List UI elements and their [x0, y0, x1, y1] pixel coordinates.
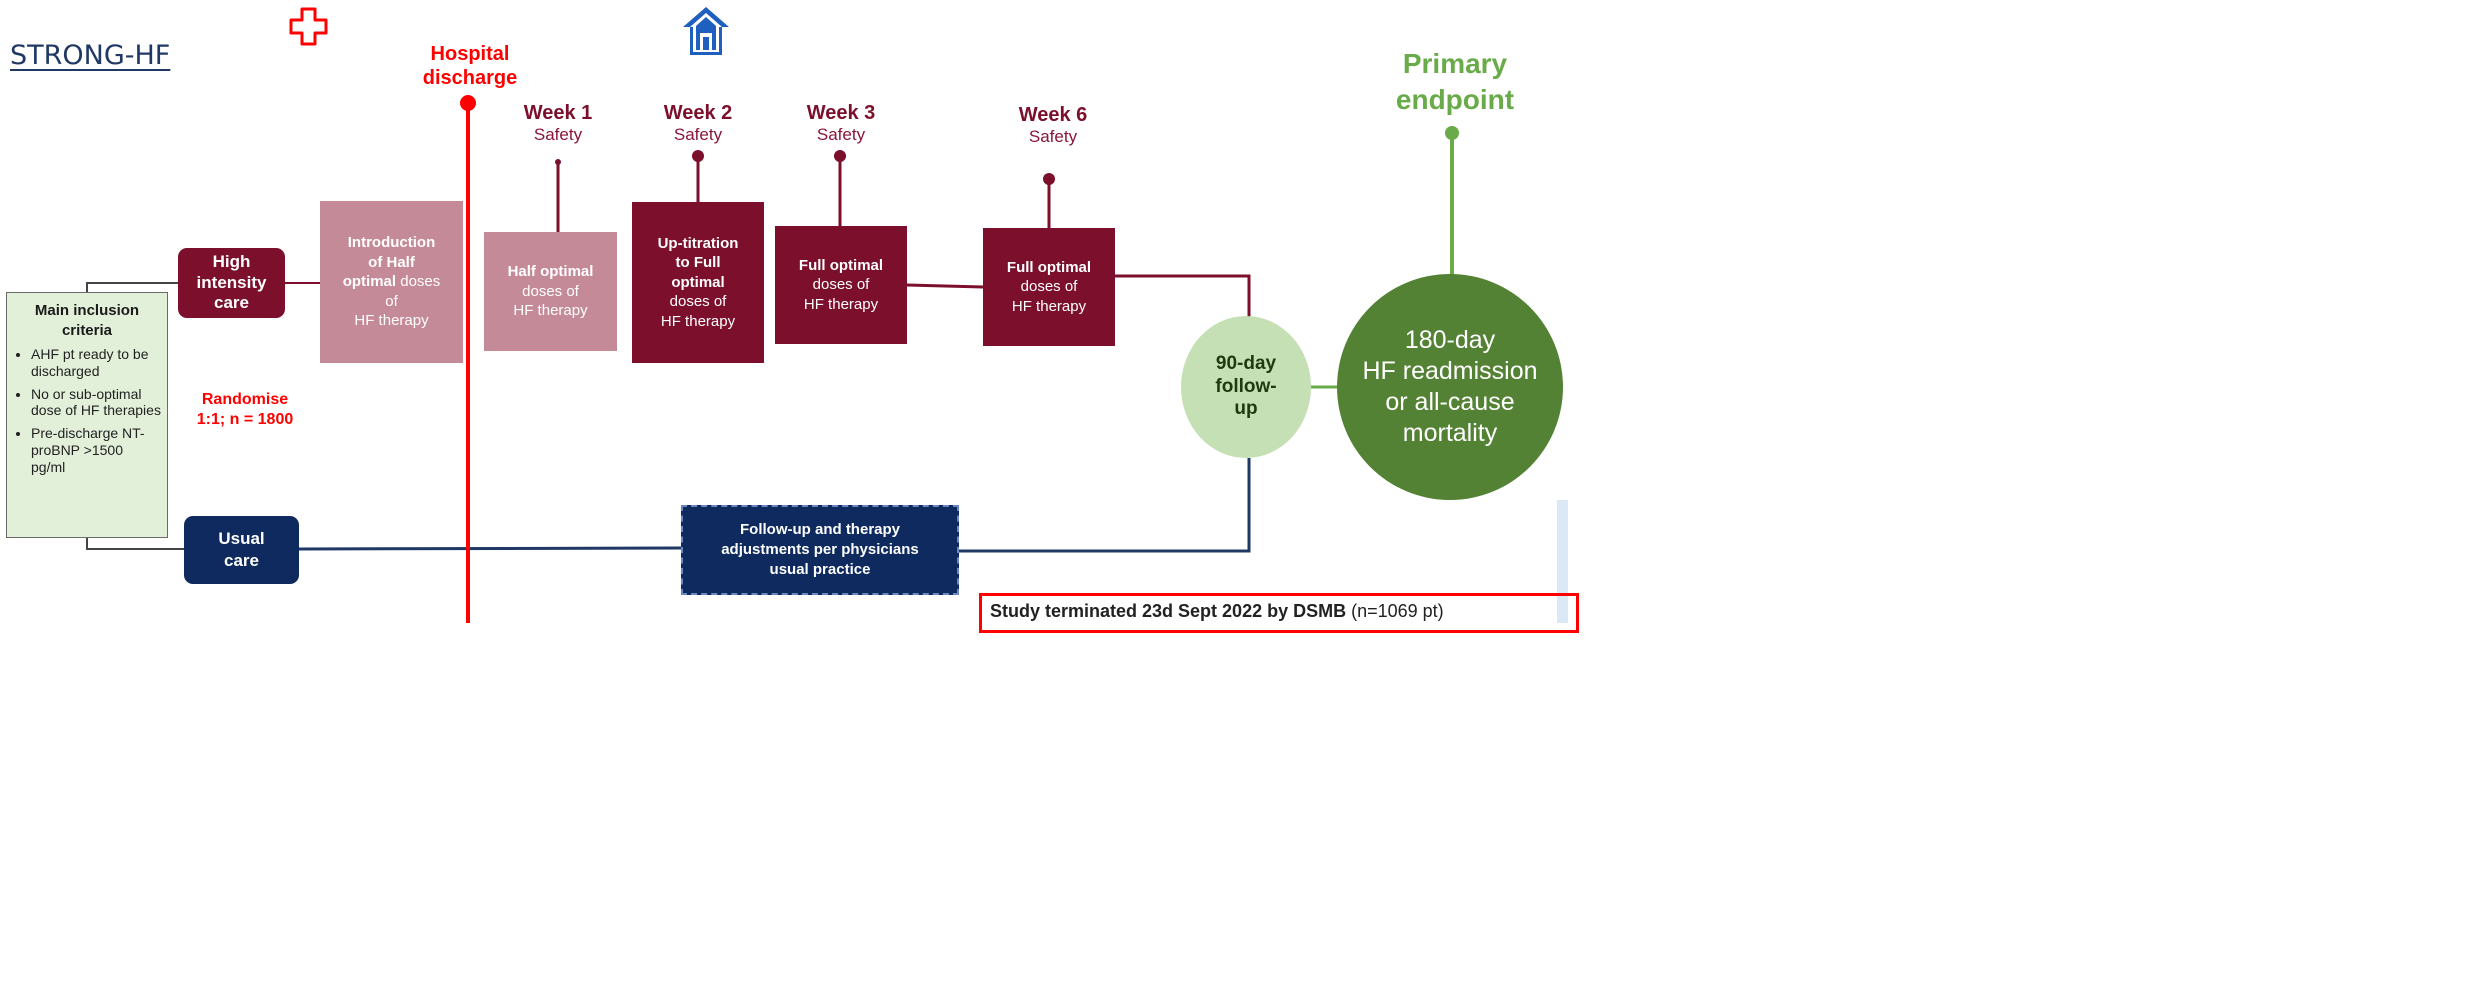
- criteria-item: Pre-discharge NT-proBNP >1500 pg/ml: [31, 425, 161, 475]
- full-optimal-week3-box: Full optimal doses of HF therapy: [775, 226, 907, 344]
- week1-safety: Safety: [533, 125, 583, 144]
- week2-header: Week 2 Safety: [638, 102, 758, 145]
- outcome-line3: or all-cause: [1385, 388, 1515, 416]
- full6-rest-2: HF therapy: [1011, 297, 1087, 315]
- half-optimal-box: Half optimal doses of HF therapy: [484, 232, 617, 351]
- primary-line1: Primary: [1402, 48, 1508, 79]
- intro-bold-1: Introduction: [347, 234, 436, 252]
- intro-bold-2: of Half: [368, 253, 415, 271]
- half-rest-1: doses of: [522, 282, 579, 300]
- up-bold-2: to Full: [675, 254, 721, 272]
- medical-cross-icon: [289, 7, 328, 46]
- usual-practice-box: Follow-up and therapy adjustments per ph…: [681, 505, 959, 595]
- terminated-rest: (n=1069 pt): [1346, 601, 1444, 621]
- criteria-heading-1: Main inclusion: [34, 302, 140, 319]
- week1-label: Week 1: [523, 102, 593, 124]
- week3-dot: [834, 150, 846, 162]
- full3-rest-1: doses of: [812, 276, 870, 294]
- week6-dot: [1043, 173, 1055, 185]
- inclusion-criteria-box: Main inclusion criteria AHF pt ready to …: [6, 292, 168, 538]
- intro-half-dose-box: Introduction of Half optimal doses of HF…: [320, 201, 463, 363]
- outcome-line2: HF readmission: [1362, 356, 1538, 385]
- randomise-line2: 1:1; n = 1800: [196, 411, 294, 428]
- criteria-item: AHF pt ready to be discharged: [31, 346, 161, 380]
- hi-line1: High: [212, 252, 251, 272]
- primary-endpoint-label: Primary endpoint: [1370, 46, 1540, 119]
- week1-dot: [555, 159, 561, 165]
- day90-line2: follow-: [1215, 375, 1277, 397]
- week2-dot: [692, 150, 704, 162]
- hi-line3: care: [214, 293, 249, 313]
- week3-label: Week 3: [806, 102, 876, 124]
- discharge-line2: discharge: [422, 67, 518, 89]
- week1-header: Week 1 Safety: [498, 102, 618, 145]
- half-bold: Half optimal: [507, 263, 594, 281]
- usual-care-line: [298, 546, 682, 551]
- criteria-heading: Main inclusion criteria: [13, 301, 161, 340]
- full3-to-full6-line: [906, 283, 984, 289]
- hi-line2: intensity: [196, 272, 267, 292]
- full3-rest-2: HF therapy: [803, 295, 879, 313]
- discharge-line1: Hospital: [430, 43, 510, 65]
- criteria-heading-2: criteria: [61, 321, 113, 339]
- outcome-line4: mortality: [1402, 419, 1498, 448]
- criteria-item: No or sub-optimal dose of HF therapies: [31, 386, 161, 420]
- day90-line1: 90-day: [1215, 352, 1277, 374]
- usual-line2: care: [224, 551, 259, 570]
- lower-branch-line: [86, 538, 184, 550]
- high-intensity-care: High intensity care: [178, 248, 285, 318]
- week2-label: Week 2: [663, 102, 733, 124]
- intro-rest-1: doses: [400, 273, 441, 291]
- full6-bold: Full optimal: [1006, 258, 1092, 276]
- up-rest-2: HF therapy: [660, 312, 736, 330]
- terminated-bold: Study terminated 23d Sept 2022 by DSMB: [990, 601, 1347, 621]
- side-strip: [1557, 500, 1568, 623]
- day90-followup-circle: 90-day follow- up: [1181, 316, 1311, 458]
- termination-note: Study terminated 23d Sept 2022 by DSMB (…: [979, 593, 1579, 633]
- day90-line3: up: [1234, 398, 1258, 420]
- criteria-list: AHF pt ready to be discharged No or sub-…: [13, 346, 161, 476]
- intro-rest-3: HF therapy: [354, 312, 429, 330]
- practice-line2: adjustments per physicians: [721, 540, 919, 558]
- up-bold-3: optimal: [671, 273, 725, 291]
- uptitration-box: Up-titration to Full optimal doses of HF…: [632, 202, 764, 363]
- full-optimal-week6-box: Full optimal doses of HF therapy: [983, 228, 1115, 346]
- usual-to-day90-line: [959, 458, 1251, 553]
- upper-branch-line: [86, 282, 178, 292]
- week6-label: Week 6: [1018, 104, 1088, 126]
- week6-safety: Safety: [1028, 127, 1078, 146]
- full3-bold: Full optimal: [798, 256, 884, 274]
- outcome-circle: 180-day HF readmission or all-cause mort…: [1337, 274, 1563, 500]
- usual-care: Usual care: [184, 516, 299, 584]
- endpoint-dot: [1445, 126, 1459, 140]
- page-title: STRONG-HF: [10, 40, 171, 71]
- week2-safety: Safety: [673, 125, 723, 144]
- practice-line1: Follow-up and therapy: [740, 520, 900, 538]
- primary-line2: endpoint: [1395, 84, 1515, 116]
- intro-bold-3: optimal: [342, 273, 397, 291]
- randomise-label: Randomise 1:1; n = 1800: [180, 390, 310, 430]
- discharge-dot: [460, 95, 476, 111]
- outcome-line1: 180-day: [1404, 325, 1496, 354]
- hospital-discharge-label: Hospital discharge: [405, 42, 535, 90]
- up-rest-1: doses of: [669, 293, 727, 311]
- week6-header: Week 6 Safety: [993, 104, 1113, 147]
- full6-rest-1: doses of: [1020, 278, 1078, 296]
- week3-safety: Safety: [816, 125, 866, 144]
- intro-rest-2: of: [385, 292, 398, 310]
- full6-to-day90-line: [1115, 274, 1251, 332]
- half-rest-2: HF therapy: [513, 302, 588, 320]
- house-icon: [683, 7, 729, 55]
- usual-line1: Usual: [218, 528, 265, 548]
- practice-line3: usual practice: [769, 561, 871, 579]
- connector-lines: [86, 7, 1459, 623]
- randomise-line1: Randomise: [201, 391, 289, 408]
- up-bold-1: Up-titration: [657, 234, 739, 252]
- week3-header: Week 3 Safety: [781, 102, 901, 145]
